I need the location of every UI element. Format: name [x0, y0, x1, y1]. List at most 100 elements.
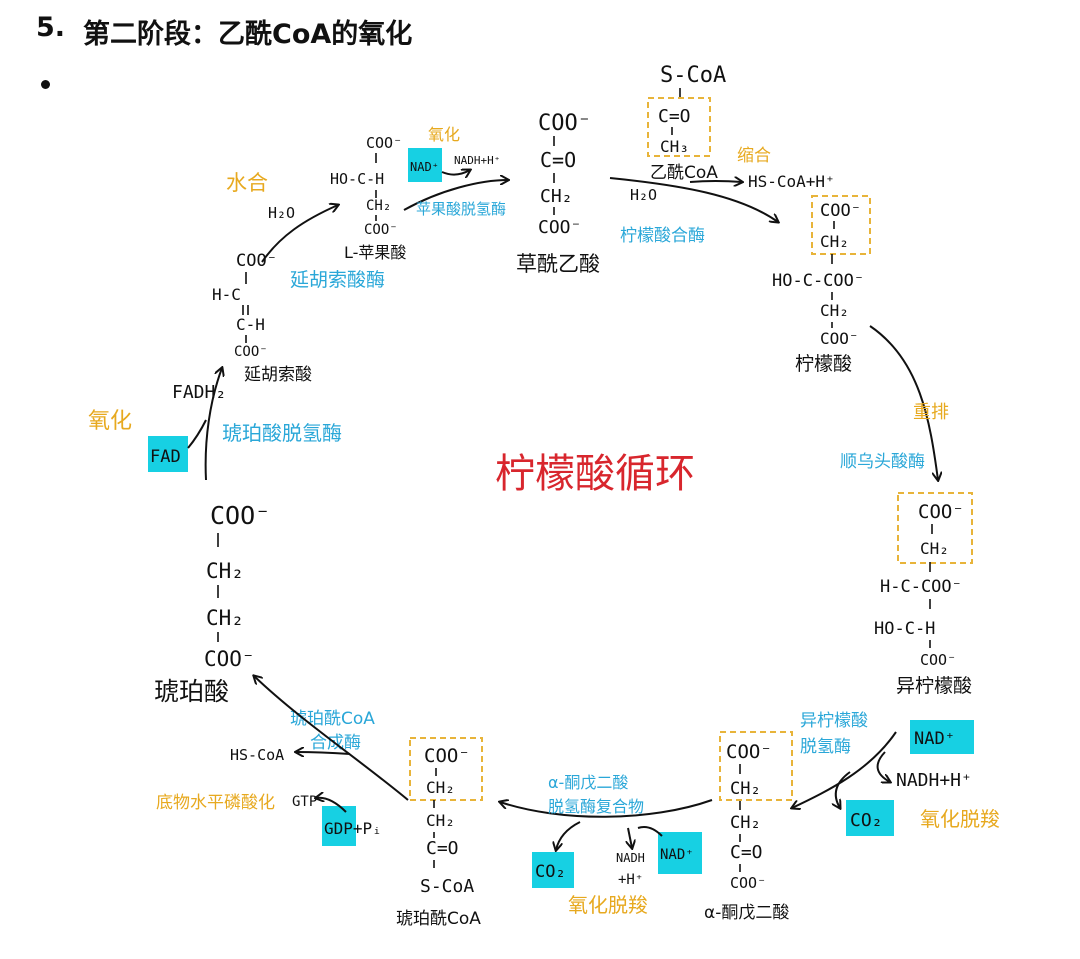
citrate-line4: CH₂ — [820, 301, 849, 320]
rearrangement-arrow — [869, 325, 938, 480]
fumarate-line4: COO⁻ — [234, 344, 268, 360]
co2-release-arrow — [556, 821, 581, 850]
succinyl-gdp: GDP+Pᵢ — [324, 819, 382, 838]
nadh-release-arrow — [876, 751, 890, 782]
nad-highlight — [408, 148, 442, 182]
succinyl-coa-line4: C=O — [426, 838, 459, 859]
co2-release-arrow — [836, 771, 851, 808]
section-title: 第二阶段：乙酰CoA的氧化 — [83, 19, 413, 50]
isocitrate-line5: COO⁻ — [920, 651, 956, 669]
isocitrate-line4: HO-C-H — [874, 619, 935, 639]
co2-highlight — [532, 852, 574, 888]
l-malate: COO⁻ HO-C-H CH₂ COO⁻ L-苹果酸 — [330, 134, 406, 262]
akg-co2: CO₂ — [535, 862, 566, 882]
hscoa-release-arrow — [296, 752, 351, 754]
gdp-highlight — [322, 806, 356, 846]
akg-dh-enzyme-line2: 脱氢酶复合物 — [548, 797, 644, 816]
fumarate-line3: C-H — [236, 315, 265, 334]
isocitrate-dh-enzyme-line1: 异柠檬酸 — [800, 711, 868, 731]
acetyl-derived-box — [811, 195, 871, 255]
condensation-step-label: 缩合 — [737, 146, 771, 166]
co2-highlight — [846, 800, 894, 836]
malate-dh-arrow — [403, 180, 508, 211]
isocitrate-name: 异柠檬酸 — [896, 675, 972, 697]
hscoa-release-arrow — [689, 181, 742, 182]
akg-step-label: 氧化脱羧 — [568, 893, 648, 917]
isocitrate-co2: CO₂ — [850, 810, 883, 831]
succinate: COO⁻ CH₂ CH₂ COO⁻ 琥珀酸 — [154, 501, 270, 706]
akg-dh-arrow — [500, 800, 713, 818]
rearrangement-step-label: 重排 — [913, 402, 949, 423]
fad-highlight — [148, 436, 188, 472]
section-number: 5. — [36, 12, 66, 43]
acetyl-group-box — [647, 97, 711, 157]
acetyl-derived-box — [409, 737, 483, 801]
succinyl-hscoa: HS-CoA — [230, 746, 284, 764]
alpha-ketoglutarate: COO⁻ CH₂ CH₂ C=O COO⁻ α-酮戊二酸 — [704, 731, 793, 923]
malate-line2: HO-C-H — [330, 170, 384, 188]
succinate-fad: FAD — [150, 447, 181, 467]
akg-nadh-line2: +H⁺ — [618, 872, 643, 888]
akg-nad: NAD⁺ — [660, 847, 694, 863]
nad-highlight — [658, 832, 702, 874]
malate-step-label: 氧化 — [428, 125, 460, 144]
citrate-line3: HO-C-COO⁻ — [772, 271, 864, 291]
nad-highlight — [910, 720, 974, 754]
citrate: COO⁻ CH₂ HO-C-COO⁻ CH₂ COO⁻ 柠檬酸 — [772, 195, 871, 375]
fumarase-arrow — [261, 205, 338, 263]
akg-line4: C=O — [730, 842, 763, 863]
isocitrate-dh-arrow — [792, 731, 897, 808]
succinate-dh-arrow — [204, 368, 222, 481]
akg-line3: CH₂ — [730, 813, 761, 833]
citrate-line5: COO⁻ — [820, 329, 859, 348]
acetyl-coa-line1: S-CoA — [660, 63, 726, 88]
malate-nadh: NADH+H⁺ — [454, 154, 500, 167]
isocitrate-line1: COO⁻ — [918, 501, 964, 523]
substrate-phosphorylation-label: 底物水平磷酸化 — [156, 793, 275, 813]
fad-entry-arrow — [187, 419, 207, 449]
isocitrate-nad: NAD⁺ — [914, 729, 955, 749]
acetyl-derived-box — [719, 731, 793, 801]
condensation-h2o: H₂O — [630, 186, 657, 204]
section-heading: 5. 第二阶段：乙酰CoA的氧化 — [36, 12, 412, 51]
hydration-step-label: 水合 — [226, 171, 268, 195]
akg-dh-enzyme-line1: α-酮戊二酸 — [548, 773, 628, 792]
isocitrate-step-label: 氧化脱羧 — [920, 807, 1000, 831]
oxaloacetate-line3: CH₂ — [540, 186, 573, 207]
nad-entry-arrow — [637, 826, 663, 837]
succinate-name: 琥珀酸 — [154, 677, 229, 706]
isocitrate-line3: H-C-COO⁻ — [880, 577, 962, 597]
oxaloacetate-name: 草酰乙酸 — [516, 252, 600, 276]
malate-line1: COO⁻ — [366, 134, 402, 152]
fumarase-enzyme: 延胡索酸酶 — [290, 269, 385, 291]
fumarate-line1: COO⁻ — [236, 251, 277, 271]
acetyl-coa-line2: C=O — [658, 106, 691, 127]
citrate-synthase-enzyme: 柠檬酸合酶 — [620, 226, 705, 246]
isocitrate-line2: CH₂ — [920, 539, 949, 558]
succinyl-coa-line5: S-CoA — [420, 876, 474, 897]
succinyl-coa-line3: CH₂ — [426, 811, 455, 830]
isocitrate-nadh: NADH+H⁺ — [896, 770, 972, 791]
acetyl-derived-box — [897, 492, 973, 564]
citrate-line2: CH₂ — [820, 232, 849, 251]
malate-name: L-苹果酸 — [344, 243, 406, 262]
oxaloacetate-line2: C=O — [540, 148, 576, 172]
succinate-step-label: 氧化 — [88, 409, 132, 434]
gtp-formation-arrow — [316, 798, 347, 813]
fumarate-name: 延胡索酸 — [244, 365, 312, 385]
succinate-dh-enzyme: 琥珀酸脱氢酶 — [222, 421, 342, 445]
oxaloacetate-line4: COO⁻ — [538, 217, 581, 238]
malate-dh-enzyme: 苹果酸脱氢酶 — [416, 200, 506, 218]
bullet-dot — [41, 80, 50, 89]
succinate-fadh2: FADH₂ — [172, 382, 226, 403]
akg-nadh-line1: NADH — [616, 851, 645, 865]
oxaloacetate: COO⁻ C=O CH₂ COO⁻ 草酰乙酸 — [516, 111, 600, 276]
succinyl-gtp: GTP — [292, 794, 317, 810]
succinate-line3: CH₂ — [206, 606, 244, 630]
akg-name: α-酮戊二酸 — [704, 903, 789, 923]
akg-line2: CH₂ — [730, 779, 761, 799]
nadh-release-arrow — [441, 170, 470, 175]
malate-nad: NAD⁺ — [410, 160, 439, 174]
succinate-line4: COO⁻ — [204, 647, 255, 671]
